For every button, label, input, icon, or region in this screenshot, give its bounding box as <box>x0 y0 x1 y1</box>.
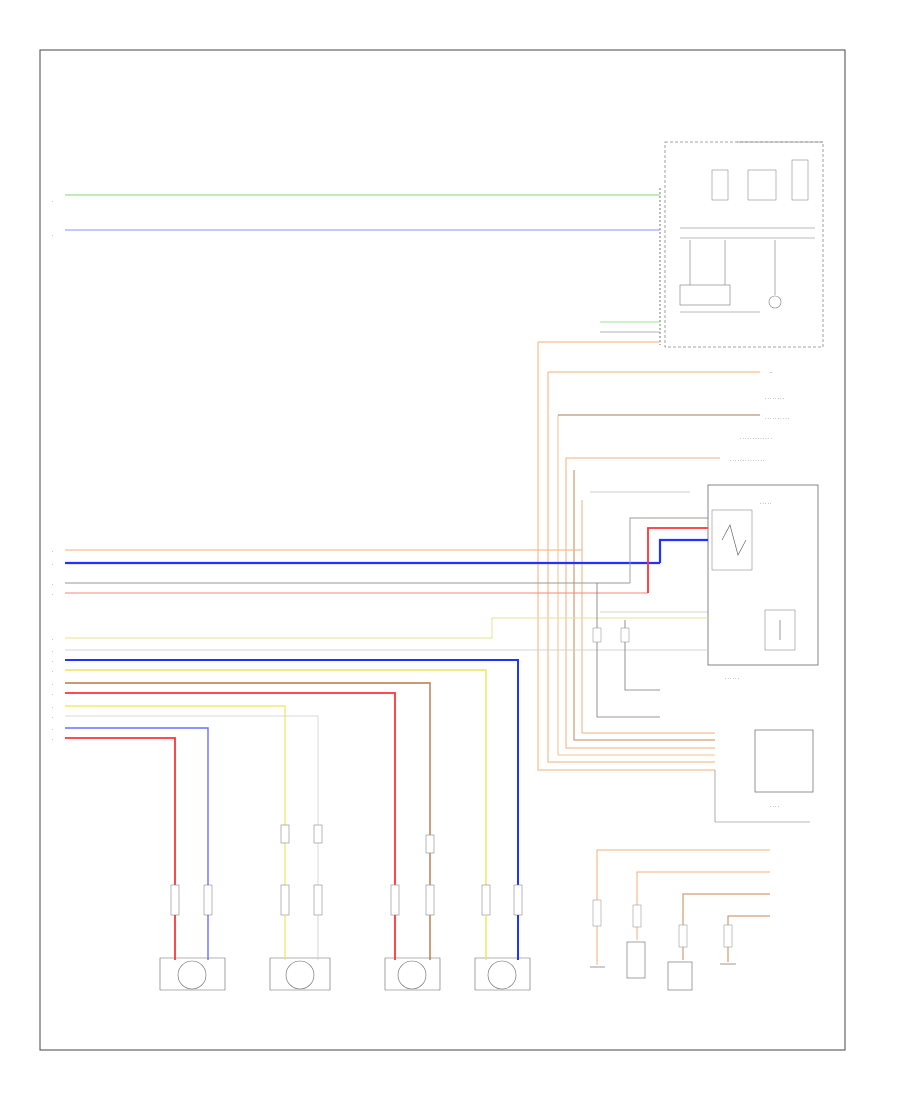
svg-text:·: · <box>52 592 53 597</box>
wheel-sensor-rf <box>159 884 226 991</box>
sensor-rf-icon <box>177 960 207 990</box>
svg-text:·: · <box>52 562 53 567</box>
wire-red-riser <box>647 527 708 593</box>
wire-yellow-h5 <box>65 617 708 639</box>
svg-text:·: · <box>52 582 53 587</box>
svg-text:·: · <box>52 682 53 687</box>
svg-text:·: · <box>52 233 53 238</box>
wheel-sensor-lr <box>474 884 531 991</box>
right-sensors <box>590 941 736 991</box>
wire-brown-h9 <box>65 682 431 895</box>
svg-text:· · · ·: · · · · <box>770 804 779 809</box>
wheel-sensor-lf <box>269 824 331 991</box>
svg-text:··: ·· <box>770 370 773 375</box>
wire-red-h10 <box>65 692 396 895</box>
wire-yellow-h8 <box>65 669 487 895</box>
sensor-c3 <box>667 961 693 991</box>
wire-orange-s2 <box>636 871 770 940</box>
wire-orange-s1 <box>596 849 770 965</box>
svg-text:·: · <box>52 727 53 732</box>
svg-text:· · · · ·: · · · · · <box>760 501 771 506</box>
relay-module: · · · · · · · · · · · <box>600 484 819 681</box>
svg-text:·: · <box>52 669 53 674</box>
instrument-cluster-module <box>659 141 824 348</box>
wire-gray-riser <box>629 517 708 583</box>
wire-blue-h7 <box>65 659 519 895</box>
svg-text:· · · · · · · ·: · · · · · · · · <box>765 396 784 401</box>
diagram-frame <box>39 49 846 1051</box>
svg-text:·: · <box>52 692 53 697</box>
wheel-sensor-rr <box>384 834 441 991</box>
svg-text:·: · <box>52 649 53 654</box>
wire-gray-drop2 <box>624 620 660 691</box>
wire-blue-riser <box>658 538 708 563</box>
sensor-lf-icon <box>285 960 315 990</box>
svg-text:·: · <box>52 715 53 720</box>
cluster-indicator-icon <box>768 295 782 309</box>
svg-text:·: · <box>52 737 53 742</box>
sensor-rr-icon <box>397 960 427 990</box>
left-wire-labels: · · · · · · · · · · · · · · <box>52 549 53 742</box>
svg-text:·: · <box>52 549 53 554</box>
sensor-lr-icon <box>487 960 517 990</box>
wire-brown-s4 <box>727 915 770 962</box>
wire-red-h14 <box>65 737 176 895</box>
trunk-bundle <box>537 342 715 771</box>
wire-gray-h12 <box>65 715 319 895</box>
svg-text:·: · <box>52 637 53 642</box>
wire-gray-drop1 <box>596 583 660 718</box>
lower-right-connector: · · · · <box>714 729 814 823</box>
svg-text:·: · <box>52 659 53 664</box>
sensor-c2 <box>626 941 646 979</box>
svg-text:· · · · · ·: · · · · · · <box>725 676 739 681</box>
svg-text:· · · · · · · · · · · · ·: · · · · · · · · · · · · · <box>740 436 772 441</box>
svg-text:· · · · · · · · · · · · · ·: · · · · · · · · · · · · · · <box>730 458 764 463</box>
wire-blue-h13 <box>65 727 209 895</box>
svg-text:· · · · · · · · · ·: · · · · · · · · · · <box>765 416 789 421</box>
svg-text:·: · <box>52 199 53 204</box>
svg-text:·: · <box>52 705 53 710</box>
